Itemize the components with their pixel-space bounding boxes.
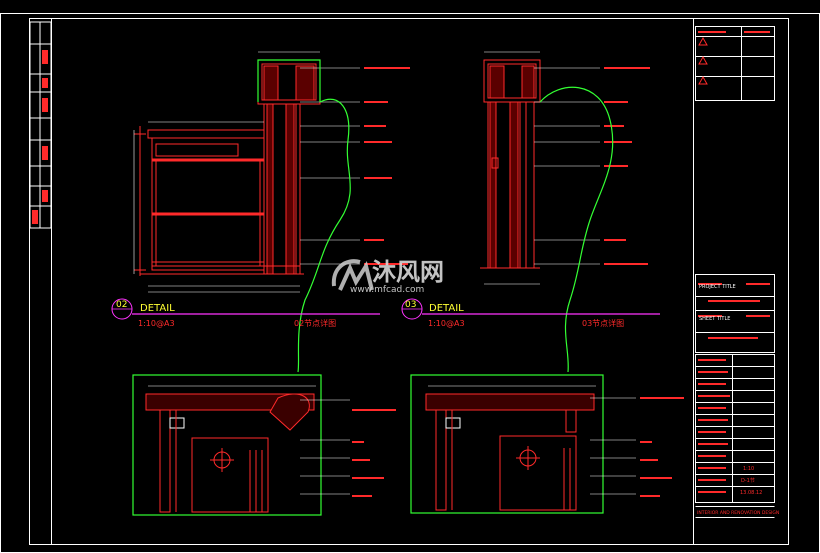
detail-03-title: DETAIL [429,303,464,314]
revision-strip [29,21,52,229]
detail-03-number: 03 [405,300,416,310]
enlarged-detail-right [410,374,684,514]
detail-02-annotation-text [364,67,410,265]
detail-02-title: DETAIL [140,303,175,314]
title-block-revision-triangles [698,36,708,85]
watermark-logo-icon [331,259,374,291]
detail-02-subtitle: 02节点详图 [294,318,336,328]
title-block-red-lines [698,31,770,493]
detail-03-subtitle: 03节点详图 [582,318,624,328]
detail-03-annotation-text [604,67,650,265]
detail-03-scale: 1:10@A3 [428,319,465,328]
detail-02-number: 02 [116,300,127,310]
sheet-no-value: D-1节 [741,478,755,484]
date-value: 13.08.12 [740,490,762,496]
detail-02-section [134,59,321,276]
watermark: 沐风网 www.mfcad.com [331,258,444,295]
title-block [693,18,789,545]
detail-03-label: 03 DETAIL 1:10@A3 03节点详图 [401,298,660,328]
callout-boundary [257,59,614,373]
watermark-brand: 沐风网 [372,258,444,286]
detail-03-section [480,59,541,269]
detail-02-scale: 1:10@A3 [138,319,175,328]
project-title-label: PROJECT TITLE [699,284,736,290]
detail-03-leaders [534,67,600,265]
enlarged-detail-left [132,374,396,516]
sheet-title-label: SHEET TITLE [699,316,730,322]
detail-03-dims [484,51,540,285]
watermark-url: www.mfcad.com [350,285,424,295]
revision-strip-marks [32,50,48,224]
scale-value: 1:10 [743,466,754,472]
detail-02-leaders [300,67,360,265]
detail-02-label: 02 DETAIL 1:10@A3 02节点详图 [111,298,380,328]
detail-02-dims [133,51,320,293]
title-block-footer: INTERIOR AND RENOVATION DESIGN [697,510,779,516]
